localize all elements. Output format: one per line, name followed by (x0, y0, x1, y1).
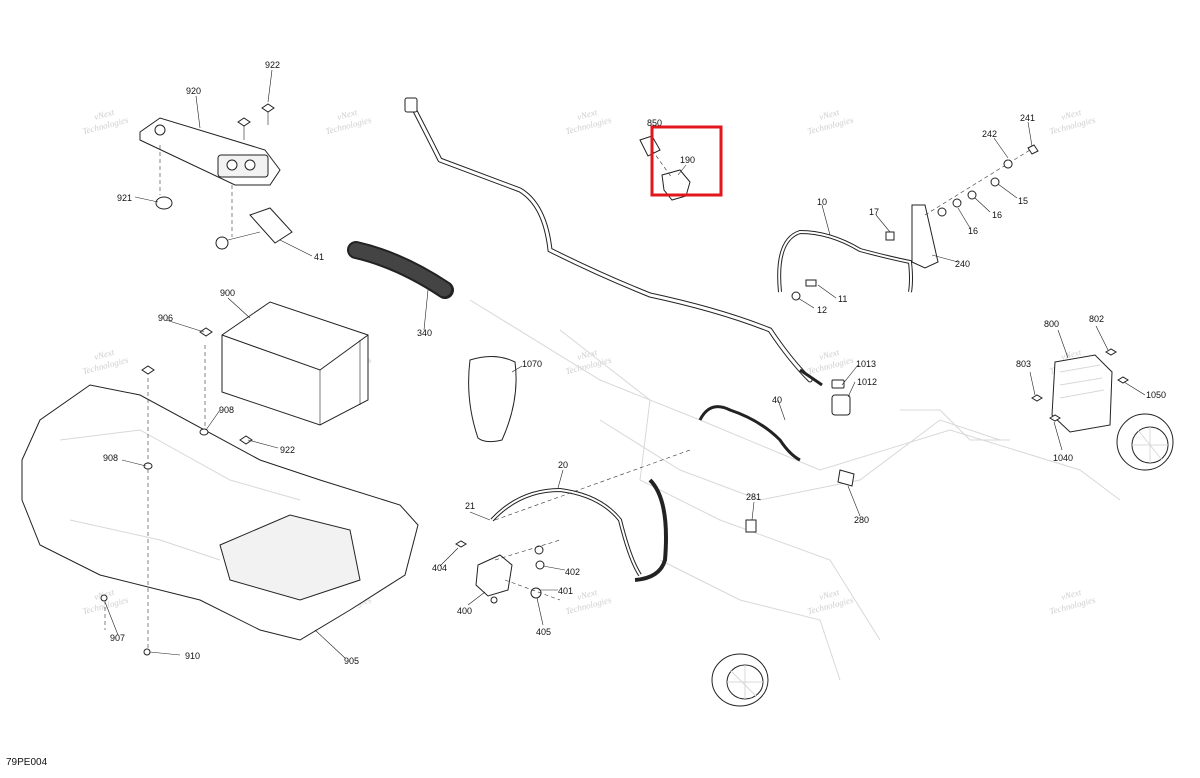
intake-hose-340 (347, 241, 454, 299)
part-label-15[interactable]: 15 (1018, 196, 1028, 206)
part-label-900[interactable]: 900 (220, 288, 235, 298)
part-label-405[interactable]: 405 (536, 627, 551, 637)
part-label-908[interactable]: 908 (219, 405, 234, 415)
part-label-921[interactable]: 921 (117, 193, 132, 203)
clip-281 (745, 519, 757, 533)
clip-280 (837, 469, 855, 487)
watermark: vNext Technologies (806, 587, 855, 617)
part-label-402[interactable]: 402 (565, 567, 580, 577)
part-label-400[interactable]: 400 (457, 606, 472, 616)
fog-lamp-1050 (1116, 413, 1174, 471)
battery-900 (221, 301, 369, 426)
watermark: vNext Technologies (324, 107, 373, 137)
watermark: vNext Technologies (1048, 587, 1097, 617)
fog-lamp-lower (711, 653, 769, 707)
part-label-908[interactable]: 908 (103, 453, 118, 463)
part-label-1040[interactable]: 1040 (1053, 453, 1073, 463)
part-label-404[interactable]: 404 (432, 563, 447, 573)
vehicle-frame-ghost (469, 299, 1121, 681)
part-label-16[interactable]: 16 (992, 210, 1002, 220)
part-label-241[interactable]: 241 (1020, 113, 1035, 123)
electronic-module-800 (1031, 348, 1129, 433)
part-label-1013[interactable]: 1013 (856, 359, 876, 369)
ground-strap-assembly (777, 144, 1039, 301)
part-labels: 920 922 921 41 850 190 241 242 15 16 16 … (103, 60, 1166, 666)
watermark: vNext Technologies (81, 107, 130, 137)
battery-bracket-assembly (139, 103, 293, 250)
watermark: vNext Technologies (564, 107, 613, 137)
part-label-280[interactable]: 280 (854, 515, 869, 525)
part-label-922[interactable]: 922 (265, 60, 280, 70)
part-label-41[interactable]: 41 (314, 252, 324, 262)
part-label-10[interactable]: 10 (817, 197, 827, 207)
leader-lines (104, 69, 1146, 659)
main-wiring-harness (404, 97, 813, 383)
part-label-920[interactable]: 920 (186, 86, 201, 96)
part-label-40[interactable]: 40 (772, 395, 782, 405)
highlight-box (650, 125, 723, 197)
part-label-21[interactable]: 21 (465, 501, 475, 511)
part-label-850[interactable]: 850 (647, 118, 662, 128)
part-label-803[interactable]: 803 (1016, 359, 1031, 369)
part-label-281[interactable]: 281 (746, 492, 761, 502)
part-label-190[interactable]: 190 (680, 155, 695, 165)
battery-tray-905 (21, 327, 419, 656)
part-label-12[interactable]: 12 (817, 305, 827, 315)
part-label-910[interactable]: 910 (185, 651, 200, 661)
watermark: vNext Technologies (81, 347, 130, 377)
diagram-id: 79PE004 (6, 757, 48, 768)
part-label-906[interactable]: 906 (158, 313, 173, 323)
cable-20 (490, 449, 691, 582)
part-label-1070[interactable]: 1070 (522, 359, 542, 369)
part-label-20[interactable]: 20 (558, 460, 568, 470)
part-label-905[interactable]: 905 (344, 656, 359, 666)
part-label-242[interactable]: 242 (982, 129, 997, 139)
part-label-401[interactable]: 401 (558, 586, 573, 596)
part-label-1012[interactable]: 1012 (857, 377, 877, 387)
harness-40 (698, 368, 851, 462)
part-label-340[interactable]: 340 (417, 328, 432, 338)
watermark: vNext Technologies (1048, 107, 1097, 137)
deflector-1070 (468, 356, 517, 443)
watermark: vNext Technologies (806, 107, 855, 137)
part-label-240[interactable]: 240 (955, 259, 970, 269)
part-label-11[interactable]: 11 (838, 294, 847, 304)
part-label-802[interactable]: 802 (1089, 314, 1104, 324)
part-label-907[interactable]: 907 (110, 633, 125, 643)
connector-850 (639, 135, 661, 157)
solenoid-400 (455, 539, 561, 604)
watermark: vNext Technologies (806, 347, 855, 377)
part-label-1050[interactable]: 1050 (1146, 390, 1166, 400)
part-label-800[interactable]: 800 (1044, 319, 1059, 329)
part-label-16[interactable]: 16 (968, 226, 978, 236)
part-label-922[interactable]: 922 (280, 445, 295, 455)
part-label-17[interactable]: 17 (869, 207, 879, 217)
